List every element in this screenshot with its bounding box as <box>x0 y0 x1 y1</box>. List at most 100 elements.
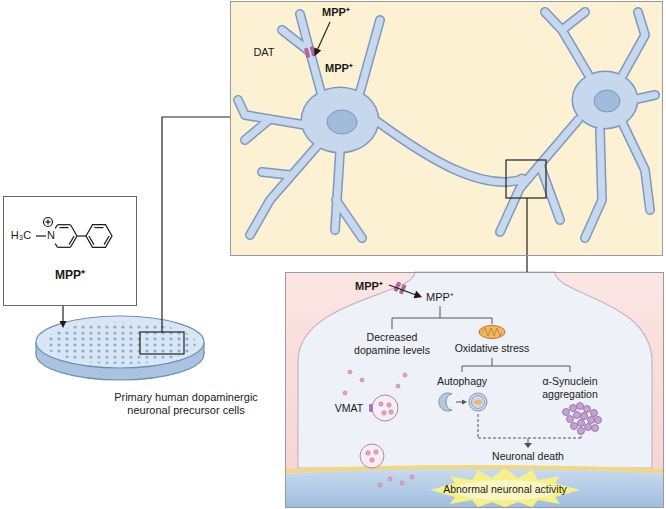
chemical-structure <box>47 220 48 225</box>
uptake-arrow <box>315 48 320 55</box>
neuron-drawing <box>238 14 520 238</box>
bracket-lines <box>392 306 570 372</box>
vesicles <box>360 444 384 468</box>
dopamine-dots <box>400 481 404 485</box>
zoom-frame <box>506 160 546 198</box>
synuclein-aggregate <box>570 405 577 412</box>
dopamine-dots <box>403 373 407 377</box>
node-text: MPP⁺ <box>423 291 457 304</box>
synuclein-aggregate <box>563 403 602 435</box>
entry-arrow <box>414 292 421 298</box>
synuclein-aggregate <box>567 416 574 423</box>
mitochondrion <box>479 326 505 339</box>
neuron-drawing <box>302 88 378 152</box>
connector <box>60 306 67 328</box>
synuclein-aggregate <box>591 410 598 417</box>
chemical-structure <box>86 225 112 248</box>
synuclein-aggregate <box>581 413 588 420</box>
dopamine-dots <box>389 410 393 414</box>
chemical-structure <box>36 218 112 248</box>
terminal-transporter <box>393 281 406 294</box>
node-text: Oxidative stress <box>442 342 542 355</box>
entry-arrow <box>389 285 415 295</box>
bracket-lines <box>440 306 441 318</box>
dopamine-dots <box>343 391 347 395</box>
petri-dish <box>36 316 204 368</box>
connector-line <box>162 117 230 332</box>
autophagy-icon <box>439 393 452 411</box>
dopamine-dots <box>343 370 414 487</box>
bracket-lines <box>570 366 571 372</box>
chem-group: H₃C <box>7 229 35 242</box>
death-pathway <box>478 438 581 439</box>
vesicles <box>372 395 398 421</box>
entry-arrow <box>389 285 421 298</box>
chemical-structure <box>36 235 46 236</box>
neuron-panel-ground <box>230 1 663 256</box>
synuclein-aggregate <box>578 428 585 435</box>
dat-transporter <box>304 47 310 58</box>
autophagy-icon <box>439 393 487 411</box>
bracket-lines <box>492 358 493 366</box>
bracket-lines <box>492 318 493 324</box>
node-text: MPP⁺ <box>351 280 387 293</box>
connector <box>162 117 230 332</box>
neuron-panel: MPP⁺DATMPP⁺ <box>230 1 663 256</box>
petri-dish <box>44 322 196 364</box>
dopamine-dots <box>370 458 374 462</box>
chemical-structure <box>55 244 57 248</box>
mitochondrion <box>482 328 502 336</box>
chem-atom: N <box>45 229 57 242</box>
death-pathway <box>478 414 581 448</box>
terminal-panel-ground <box>285 468 664 508</box>
bracket-lines <box>392 318 492 319</box>
terminal-panel-ground <box>285 272 664 508</box>
dopamine-dots <box>374 450 378 454</box>
terminal-panel-ground <box>285 467 664 471</box>
neuron-drawing <box>572 71 639 130</box>
chemical-structure <box>71 225 78 236</box>
terminal-panel-ground <box>285 272 664 508</box>
petri-dish <box>140 332 184 354</box>
neuron-drawing <box>238 12 655 238</box>
autophagy-icon <box>456 402 463 403</box>
node-text: Primary human dopaminergic neuronal prec… <box>104 391 269 417</box>
node-text: Decreased dopamine levels <box>348 331 436 356</box>
bracket-lines <box>392 318 393 329</box>
node-text: MPP⁺ <box>321 62 357 75</box>
neuron-drawing <box>500 12 655 238</box>
neuron-panel-ground <box>230 1 663 256</box>
vesicles <box>360 395 398 468</box>
neuron-drawing <box>500 12 655 238</box>
chemical-structure <box>95 227 104 228</box>
autophagy-icon <box>469 393 487 411</box>
node-text: α-Synuclein aggregation <box>530 375 610 400</box>
synuclein-aggregate <box>585 424 592 431</box>
synuclein-aggregate <box>571 423 578 430</box>
uptake-arrow <box>318 22 331 50</box>
dopamine-dots <box>382 411 386 415</box>
chemical-structure <box>60 227 69 228</box>
synuclein-aggregate <box>584 406 591 413</box>
node-text: MPP⁺ <box>40 268 100 282</box>
synuclein-aggregate <box>577 403 584 410</box>
synuclein-aggregate <box>592 425 599 432</box>
neuron-drawing <box>573 72 637 128</box>
connector <box>527 198 528 272</box>
synuclein-aggregate <box>588 417 595 424</box>
dopamine-dots <box>396 384 400 388</box>
node-text: DAT <box>249 46 279 59</box>
neuron-drawing <box>301 87 380 154</box>
death-pathway <box>524 443 532 448</box>
terminal-panel-ground <box>430 468 580 507</box>
uptake-arrow <box>315 22 330 55</box>
synuclein-aggregate <box>574 412 581 419</box>
dopamine-dots <box>348 370 352 374</box>
zoom-frame <box>506 160 546 198</box>
dopamine-dots <box>387 403 391 407</box>
dopamine-dots <box>388 477 392 481</box>
neuron-drawing <box>327 110 357 134</box>
